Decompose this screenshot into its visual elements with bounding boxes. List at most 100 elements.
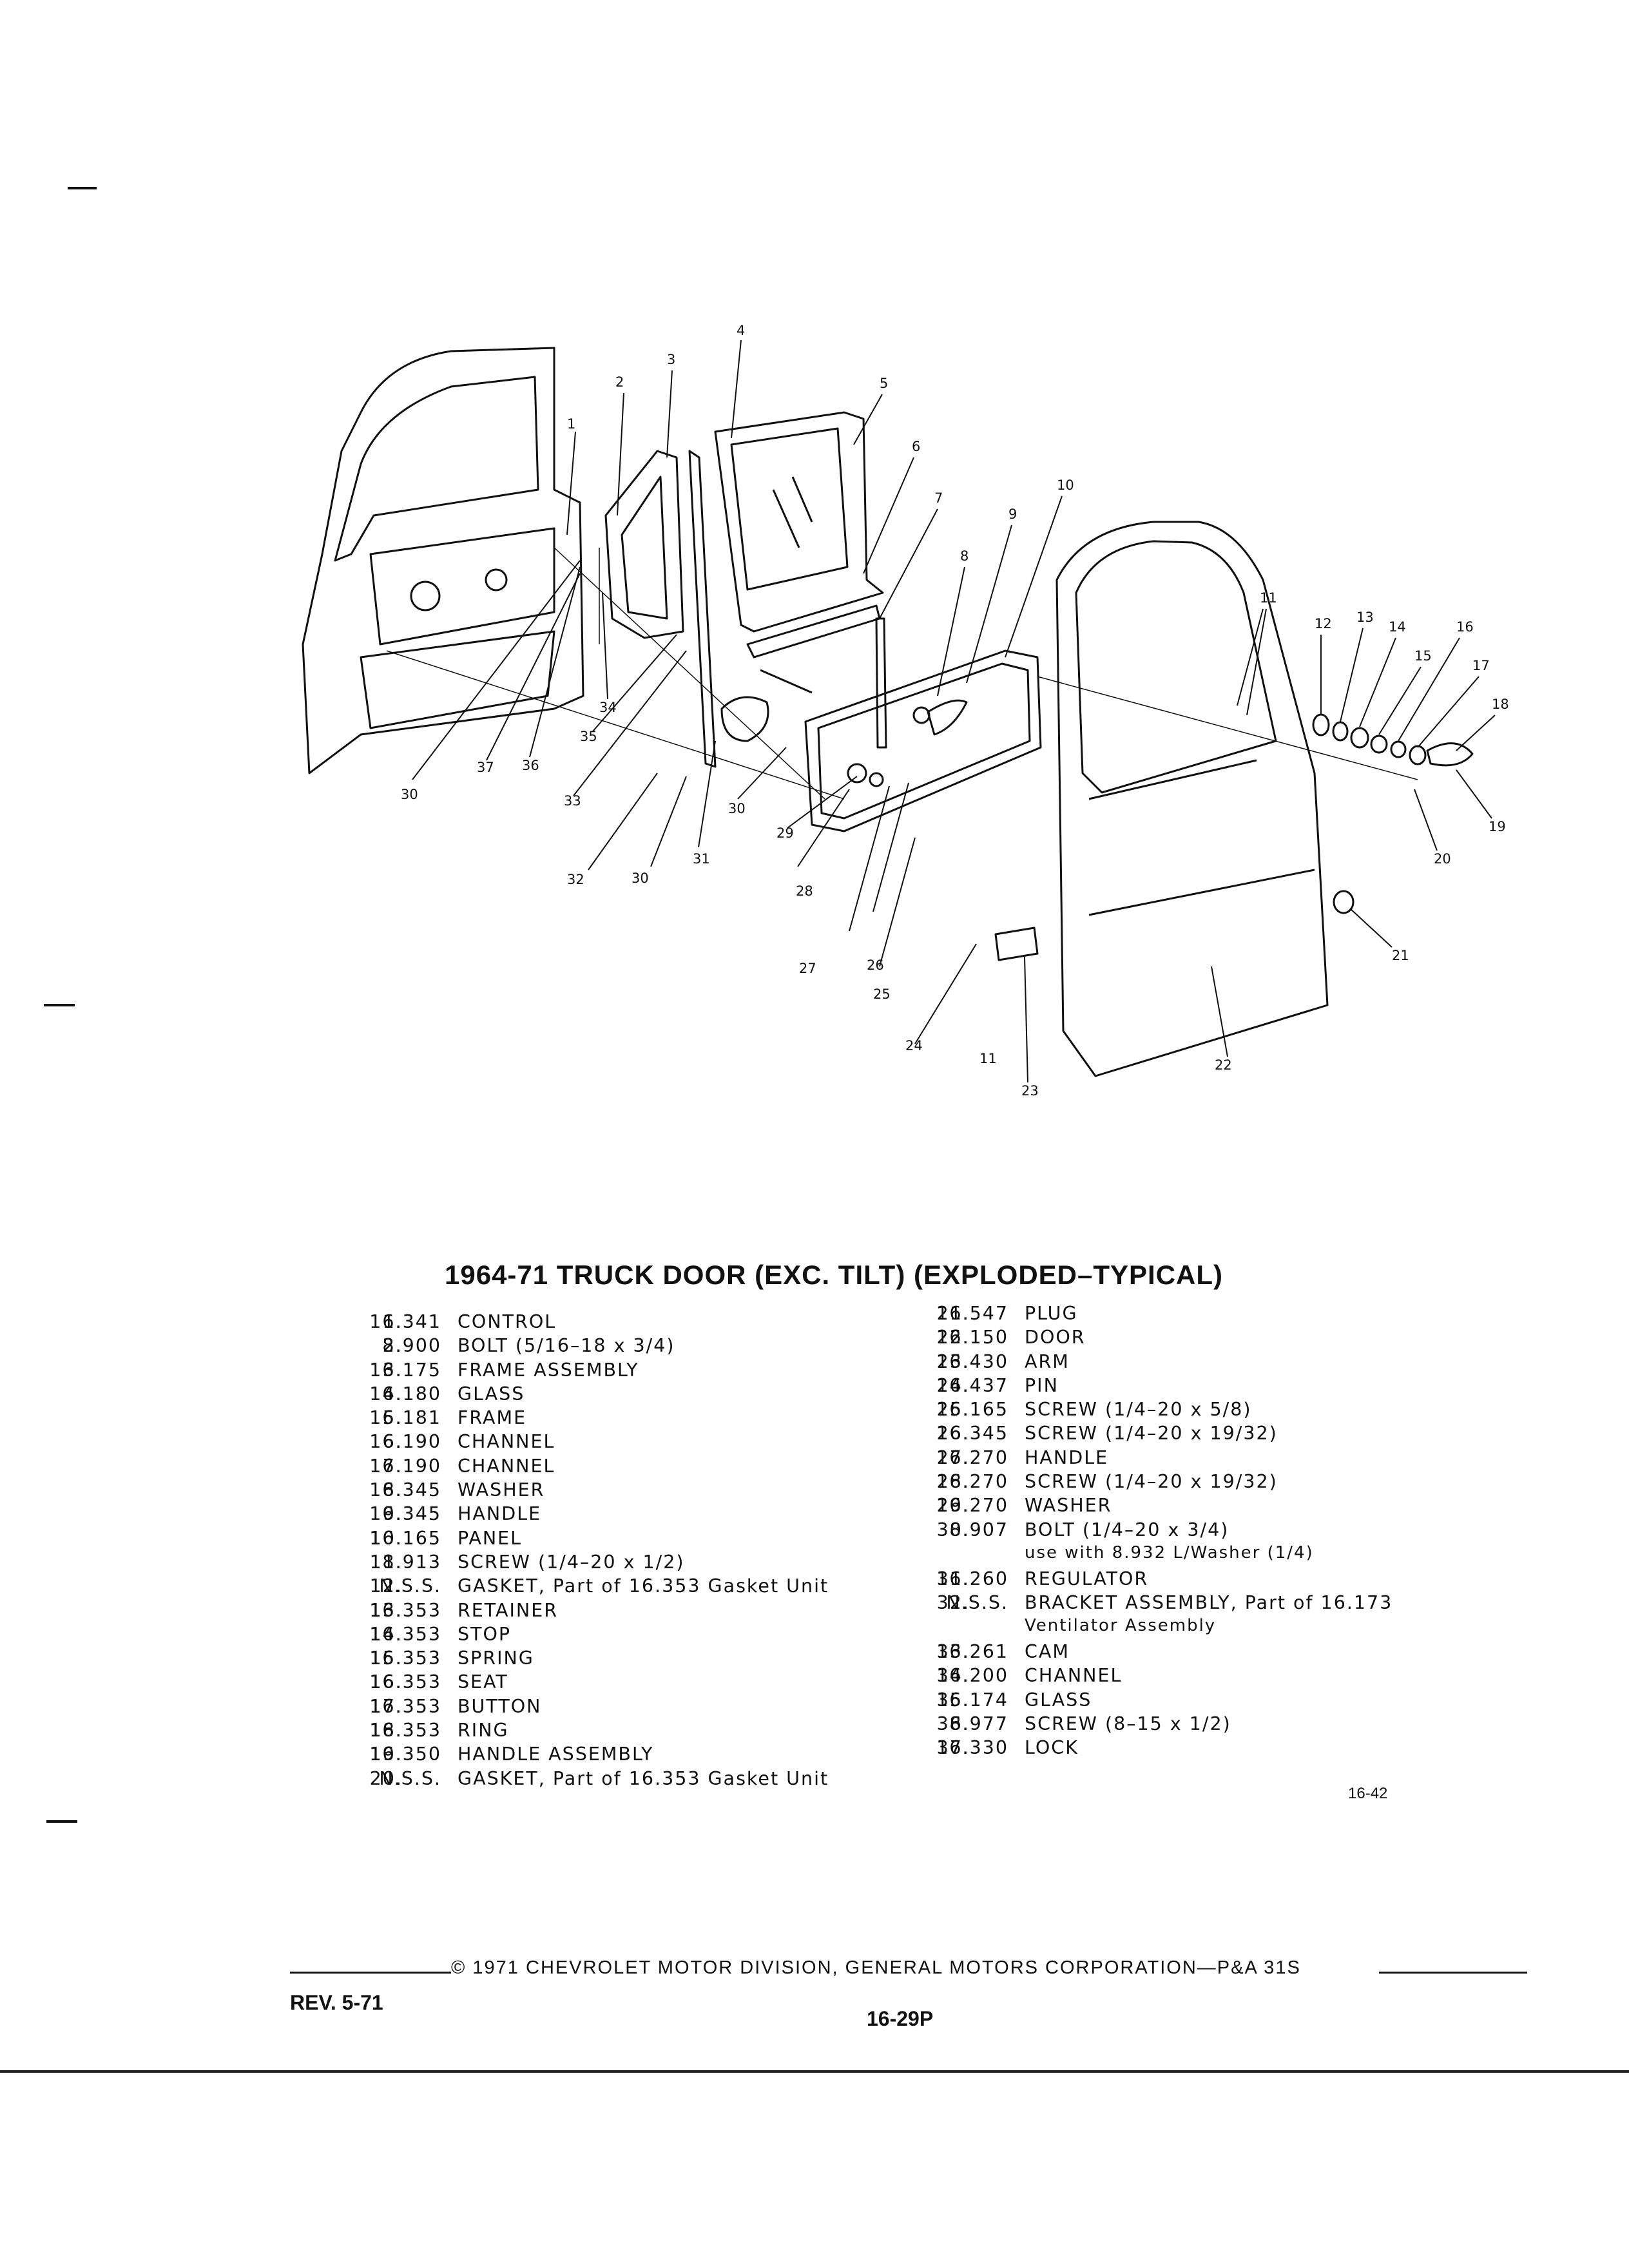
- part-number: 30.: [936, 1519, 970, 1541]
- callout-number: 33: [564, 793, 581, 809]
- part-description: GASKET, Part of 16.353 Gasket Unit: [458, 1767, 829, 1789]
- part-code: 16.165: [936, 1399, 1008, 1421]
- callout-number: 36: [522, 758, 539, 773]
- callout-number: 23: [1021, 1083, 1039, 1099]
- part-code: 16.345: [936, 1423, 1008, 1445]
- part-number: 24.: [936, 1374, 970, 1396]
- part-code: 16.353: [369, 1695, 441, 1717]
- part-description: HANDLE: [1025, 1446, 1109, 1468]
- part-code: 16.341: [369, 1311, 441, 1332]
- callout-number: 29: [776, 825, 794, 841]
- part-code: N.S.S.: [379, 1575, 441, 1597]
- part-number: 31.: [936, 1568, 970, 1590]
- part-number: 12.: [369, 1575, 403, 1597]
- part-number: 15.: [369, 1648, 403, 1669]
- part-code: 16.165: [369, 1527, 441, 1549]
- part-description: FRAME ASSEMBLY: [458, 1359, 639, 1381]
- callout-number: 16: [1456, 619, 1474, 635]
- outside-handle-parts: [1312, 713, 1474, 767]
- part-number: 32.: [936, 1591, 970, 1613]
- part-number: 8.: [382, 1479, 403, 1501]
- part-code: 16.270: [936, 1446, 1008, 1468]
- part-number: 26.: [936, 1423, 970, 1445]
- callout-number: 28: [796, 883, 813, 899]
- part-description: GASKET, Part of 16.353 Gasket Unit: [458, 1575, 829, 1597]
- part-description: SPRING: [458, 1648, 534, 1669]
- part-number: 20.: [369, 1767, 403, 1789]
- part-number: 1.: [382, 1311, 403, 1332]
- part-description: STOP: [458, 1623, 512, 1645]
- callout-number: 25: [873, 986, 891, 1002]
- callout-number: 19: [1489, 819, 1506, 834]
- part-code: 8.900: [382, 1335, 441, 1357]
- margin-mark-top: [68, 187, 97, 189]
- callout-number: 32: [567, 872, 584, 887]
- callout-number: 7: [934, 490, 943, 506]
- callout-number: 11: [979, 1051, 997, 1066]
- inner-door-frame: [302, 347, 584, 774]
- part-number: 5.: [382, 1407, 403, 1429]
- callout-number: 11: [1260, 590, 1277, 606]
- part-code: 16.353: [369, 1599, 441, 1621]
- part-description: HANDLE ASSEMBLY: [458, 1744, 654, 1765]
- part-code: 16.174: [936, 1689, 1008, 1711]
- parts-list-row: 20.N.S.S.GASKET, Part of 16.353 Gasket U…: [351, 1768, 880, 1792]
- part-description: CHANNEL: [1025, 1665, 1123, 1687]
- part-number: 36.: [936, 1713, 970, 1735]
- part-number: 34.: [936, 1665, 970, 1687]
- callout-number: 22: [1215, 1057, 1232, 1073]
- callout-number: 17: [1472, 658, 1490, 673]
- part-number: 4.: [382, 1383, 403, 1405]
- callout-number: 30: [728, 801, 746, 816]
- callout-number: 6: [912, 439, 920, 454]
- part-description: BRACKET ASSEMBLY, Part of 16.173: [1025, 1591, 1393, 1613]
- part-description: CONTROL: [458, 1311, 557, 1332]
- page-title: 1964-71 TRUCK DOOR (EXC. TILT) (EXPLODED…: [445, 1260, 1224, 1290]
- part-code: 16.330: [936, 1737, 1008, 1759]
- part-code: 16.181: [369, 1407, 441, 1429]
- part-number: 18.: [369, 1720, 403, 1742]
- part-number: 7.: [382, 1455, 403, 1477]
- part-number: 11.: [369, 1551, 403, 1573]
- part-number: 25.: [936, 1399, 970, 1421]
- part-number: 2.: [382, 1335, 403, 1357]
- part-number: 35.: [936, 1689, 970, 1711]
- part-code: 16.437: [936, 1374, 1008, 1396]
- part-description: SCREW (1/4–20 x 19/32): [1025, 1423, 1278, 1445]
- part-code: 8.977: [949, 1713, 1008, 1735]
- part-number: 28.: [936, 1471, 970, 1493]
- part-code: N.S.S.: [946, 1591, 1008, 1613]
- part-code: 8.913: [382, 1551, 441, 1573]
- revision-label: REV. 5-71: [290, 1991, 383, 2014]
- part-description: GLASS: [458, 1383, 525, 1405]
- part-code: 16.270: [936, 1471, 1008, 1493]
- part-description: WASHER: [458, 1479, 545, 1501]
- part-code: 16.353: [369, 1623, 441, 1645]
- part-code: 8.907: [949, 1519, 1008, 1541]
- callout-number: 35: [580, 729, 597, 744]
- callout-number: 12: [1315, 616, 1332, 631]
- callout-number: 21: [1392, 948, 1409, 963]
- part-number: 10.: [369, 1527, 403, 1549]
- part-number: 29.: [936, 1495, 970, 1517]
- part-number: 37.: [936, 1737, 970, 1759]
